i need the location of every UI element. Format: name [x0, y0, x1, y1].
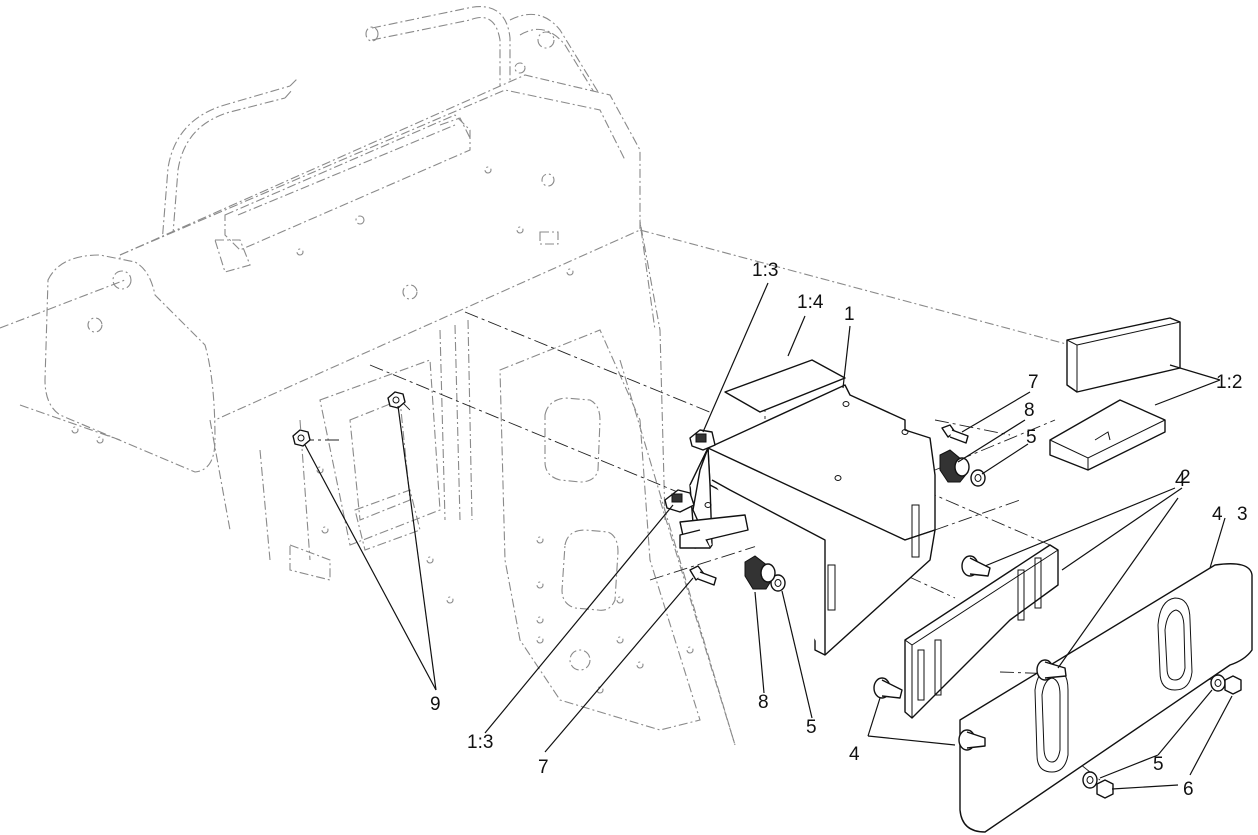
callout-5-lower: 5 — [806, 717, 817, 738]
bracket-assembly-part-1 — [679, 384, 936, 656]
callout-5-upper: 5 — [1026, 427, 1037, 448]
decal-part-1-4 — [724, 359, 846, 413]
clip-nut-part-1-3-top — [689, 429, 716, 451]
front-plate-part-3 — [959, 563, 1253, 833]
nut-part-9-right — [387, 391, 406, 409]
callout-4-right: 4 — [1212, 504, 1223, 525]
carriage-bolt-part-4-right — [1036, 659, 1067, 681]
ghosted-machine-frame — [0, 6, 1071, 746]
nut-part-9-left — [292, 429, 311, 447]
nut-part-6-lower — [1096, 779, 1114, 799]
washer-part-5-upper — [970, 469, 986, 487]
carriage-bolt-part-4-upper — [961, 555, 991, 577]
callout-1: 1 — [844, 304, 855, 325]
callout-9: 9 — [430, 694, 441, 715]
callout-1-4: 1:4 — [797, 292, 824, 313]
callout-6: 6 — [1183, 779, 1194, 800]
washer-part-5-left — [770, 574, 786, 592]
callout-8-lower: 8 — [758, 692, 769, 713]
bolt-part-7-lower — [689, 565, 717, 586]
callout-part-2: 2 — [1180, 467, 1191, 488]
callout-4-upper: 4 — [1175, 470, 1186, 491]
callout-8-upper: 8 — [1024, 400, 1035, 421]
callout-4-lower: 4 — [849, 744, 860, 765]
callout-1-3-bottom: 1:3 — [467, 732, 493, 753]
nut-part-6-upper — [1224, 675, 1242, 695]
knob-part-8-upper — [939, 449, 970, 483]
pad-part-1-2-upper — [1066, 317, 1181, 393]
callout-1-2: 1:2 — [1216, 372, 1242, 393]
callout-5-front: 5 — [1153, 754, 1164, 775]
adjustment-plate-part-2 — [904, 544, 1059, 719]
carriage-bolt-part-4-lower-right — [958, 729, 986, 751]
washer-part-5-front-lower — [1082, 771, 1098, 789]
leader-lines — [304, 282, 1233, 790]
callout-7-lower: 7 — [538, 757, 549, 778]
callout-7-upper: 7 — [1028, 372, 1039, 393]
callout-3: 3 — [1237, 504, 1248, 525]
carriage-bolt-part-4-lower-left — [873, 677, 903, 699]
pad-part-1-2-lower — [1049, 399, 1166, 471]
callout-1-3-top: 1:3 — [752, 260, 778, 281]
callout-labels: 1:3 1:4 1 7 8 5 1:2 4 2 4 3 9 1:3 7 8 5 … — [430, 260, 1248, 800]
washer-part-5-front-upper — [1210, 674, 1226, 692]
bolt-part-7-upper — [941, 424, 969, 444]
knob-part-8-lower — [744, 555, 776, 590]
